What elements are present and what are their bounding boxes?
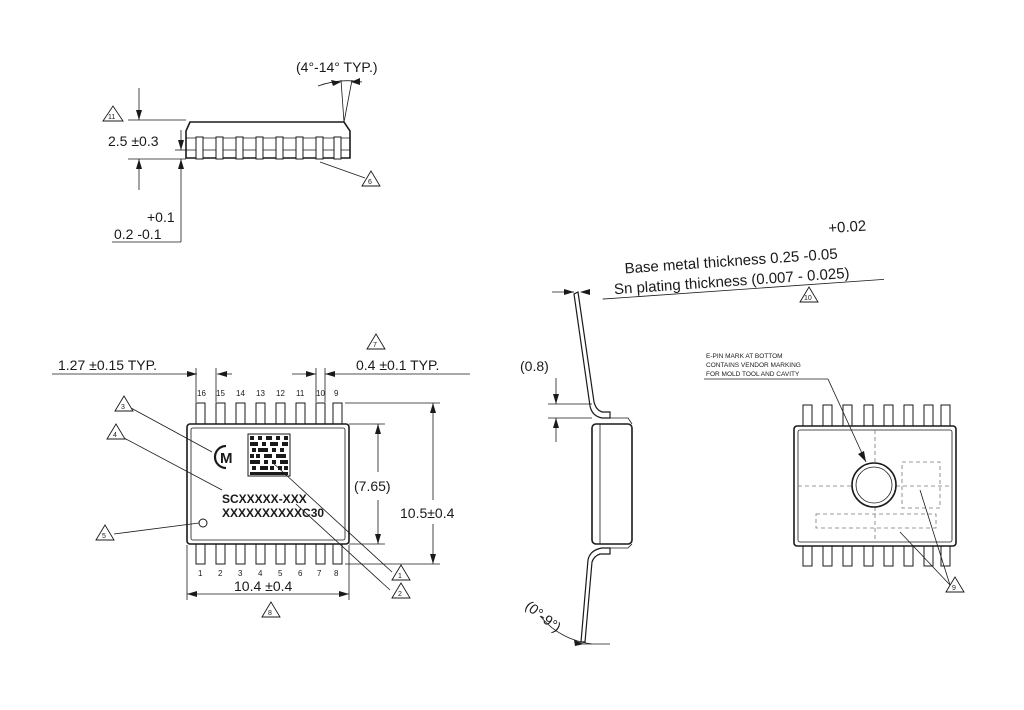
bottom-view: E-PIN MARK AT BOTTOM CONTAINS VENDOR MAR… [704, 353, 965, 593]
standoff-tol-plus: +0.1 [147, 209, 175, 225]
pin-1-indicator [198, 518, 208, 528]
pitch-dimension: 1.27 ±0.15 TYP. [58, 357, 157, 373]
e-pin-mark [851, 462, 897, 508]
note-11-label: 11 [108, 114, 115, 121]
pin-number-6: 6 [298, 569, 303, 578]
pin-number-14: 14 [236, 389, 245, 398]
logo-letter: M [220, 450, 233, 467]
draft-angle-label: (4°-14° TYP.) [296, 59, 378, 75]
top-view-body [186, 423, 350, 545]
note-6-label: 6 [368, 179, 372, 186]
callout-5-triangle [95, 524, 115, 541]
side-view-leads [195, 136, 342, 160]
top-view-top-pins [195, 402, 343, 428]
callout-1-label: 1 [398, 573, 402, 580]
marking-line-1: SCXXXXX-XXX [222, 492, 307, 506]
note-10-label: 10 [804, 295, 812, 302]
note-9-label: 9 [952, 585, 956, 592]
pin-number-7: 7 [317, 569, 322, 578]
bend-dimension: (0.8) [520, 358, 549, 374]
callout-1-triangle [391, 564, 411, 581]
epin-note-line-3: FOR MOLD TOOL AND CAVITY [706, 371, 800, 378]
side-view-body [185, 121, 351, 159]
standoff-dimension: 0.2 -0.1 [114, 226, 162, 242]
pin-number-8: 8 [334, 569, 339, 578]
pin-number-9: 9 [334, 389, 339, 398]
foot-angle-label: (0°-9°) [522, 597, 564, 635]
lead-profile [573, 291, 611, 419]
lead-width-dimension: 0.4 ±0.1 TYP. [356, 357, 439, 373]
pin-number-13: 13 [256, 389, 265, 398]
total-height-dimension: 10.5±0.4 [400, 505, 455, 521]
height-dimension: 2.5 ±0.3 [108, 133, 159, 149]
pin-number-2: 2 [218, 569, 223, 578]
top-view: 16 15 14 13 12 11 10 9 1 2 3 4 5 6 7 8 M [52, 333, 470, 618]
lead-detail-body [591, 423, 633, 545]
pin-number-11: 11 [296, 389, 305, 398]
bottom-view-bottom-pins [802, 541, 951, 567]
width-dimension: 10.4 ±0.4 [234, 578, 292, 594]
pin-number-15: 15 [216, 389, 225, 398]
note-8-label: 8 [268, 610, 272, 617]
note-10-triangle [799, 286, 819, 303]
pin-number-16: 16 [197, 389, 206, 398]
callout-2-triangle [391, 582, 411, 599]
pin-number-4: 4 [258, 569, 263, 578]
vendor-marking-area-2 [815, 513, 937, 529]
epin-note-line-2: CONTAINS VENDOR MARKING [706, 362, 801, 369]
pin-number-10: 10 [316, 389, 325, 398]
pin-number-5: 5 [278, 569, 283, 578]
pin-number-12: 12 [276, 389, 285, 398]
callout-3-label: 3 [121, 404, 125, 411]
note-9-triangle [945, 576, 965, 593]
note-6-triangle [361, 170, 381, 187]
note-11-triangle [102, 105, 124, 122]
marking-line-2: XXXXXXXXXXC30 [222, 506, 324, 520]
side-view: 2.5 ±0.3 11 +0.1 0.2 -0.1 (4°-14° TYP.) … [102, 59, 381, 243]
callout-4-label: 4 [113, 432, 117, 439]
manufacturer-logo: M [213, 444, 233, 470]
pin-number-3: 3 [238, 569, 243, 578]
datamatrix-code [247, 433, 291, 477]
base-metal-tol-plus: +0.02 [828, 218, 867, 238]
pin-number-1: 1 [198, 569, 203, 578]
epin-note-line-1: E-PIN MARK AT BOTTOM [706, 353, 783, 360]
note-7-triangle [366, 333, 386, 350]
note-8-triangle [261, 601, 281, 618]
callout-4-triangle [106, 423, 126, 440]
body-height-dimension: (7.65) [354, 478, 391, 494]
note-7-label: 7 [373, 342, 377, 349]
callout-2-label: 2 [398, 591, 402, 598]
callout-3-triangle [114, 395, 134, 412]
callout-5-label: 5 [102, 533, 106, 540]
